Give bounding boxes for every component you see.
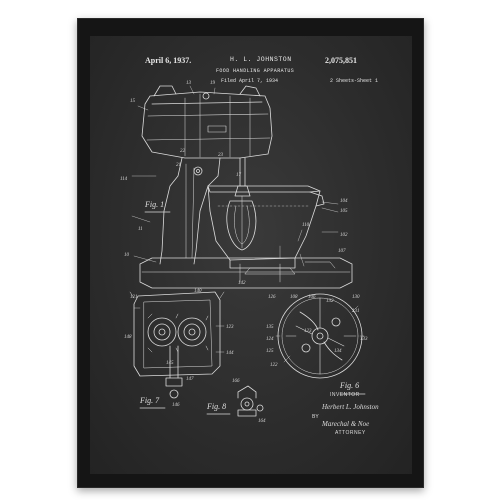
svg-text:110: 110 bbox=[302, 223, 310, 228]
svg-text:107: 107 bbox=[338, 249, 346, 254]
inventor-label: INVENTOR bbox=[330, 392, 360, 398]
patent-poster: April 6, 1937. H. L. JOHNSTON 2,075,851 … bbox=[90, 36, 412, 474]
patent-inventor-short: H. L. JOHNSTON bbox=[230, 56, 292, 63]
svg-text:140: 140 bbox=[194, 289, 202, 294]
mixer-patent-drawing: 15 13 19 23 22 21 114 17 104 105 102 110… bbox=[120, 81, 368, 424]
svg-text:147: 147 bbox=[186, 377, 194, 382]
svg-text:135: 135 bbox=[266, 325, 274, 330]
fig7-label: Fig. 7 bbox=[140, 396, 160, 405]
fig6-plan-view-drawing bbox=[275, 293, 365, 379]
svg-text:21: 21 bbox=[176, 163, 181, 168]
fig8-reference-numbers: 166 164 bbox=[232, 379, 266, 424]
svg-text:133: 133 bbox=[360, 337, 368, 342]
fig7-gear-housing-drawing bbox=[129, 291, 225, 399]
svg-text:123: 123 bbox=[226, 325, 234, 330]
svg-text:124: 124 bbox=[266, 337, 274, 342]
svg-text:146: 146 bbox=[172, 403, 180, 408]
fig1-mixer-drawing bbox=[131, 85, 353, 289]
svg-text:19: 19 bbox=[210, 81, 216, 86]
svg-text:166: 166 bbox=[232, 379, 240, 384]
inventor-signature: Herbert L. Johnston bbox=[322, 403, 379, 411]
by-label: BY bbox=[312, 414, 319, 420]
svg-text:108: 108 bbox=[290, 295, 298, 300]
svg-text:102: 102 bbox=[340, 233, 348, 238]
attorney-signature: Marechal & Noe bbox=[322, 420, 370, 428]
svg-text:106: 106 bbox=[308, 295, 316, 300]
svg-text:22: 22 bbox=[180, 149, 186, 154]
svg-text:126: 126 bbox=[268, 295, 276, 300]
svg-text:11: 11 bbox=[138, 227, 143, 232]
svg-text:122: 122 bbox=[270, 363, 278, 368]
patent-title: FOOD HANDLING APPARATUS bbox=[216, 68, 295, 74]
patent-date: April 6, 1937. bbox=[145, 56, 192, 65]
svg-text:145: 145 bbox=[166, 361, 174, 366]
svg-text:132: 132 bbox=[326, 299, 334, 304]
fig8-label: Fig. 8 bbox=[207, 402, 227, 411]
svg-text:144: 144 bbox=[226, 351, 234, 356]
svg-text:10: 10 bbox=[124, 253, 130, 258]
svg-text:131: 131 bbox=[352, 309, 360, 314]
patent-filed-date: Filed April 7, 1934 bbox=[221, 78, 279, 84]
svg-text:105: 105 bbox=[340, 209, 348, 214]
fig6-reference-numbers: 130 131 132 135 124 125 122 133 123 134 bbox=[266, 295, 368, 368]
fig7-reference-numbers: 140 121 148 123 144 147 146 145 bbox=[124, 289, 234, 408]
svg-text:104: 104 bbox=[340, 199, 348, 204]
svg-text:121: 121 bbox=[130, 295, 138, 300]
svg-text:125: 125 bbox=[266, 349, 274, 354]
fig6-label: Fig. 6 bbox=[340, 381, 360, 390]
patent-number: 2,075,851 bbox=[325, 56, 357, 65]
fig1-reference-numbers: 15 13 19 23 22 21 114 17 104 105 102 110… bbox=[120, 81, 348, 300]
svg-text:130: 130 bbox=[352, 295, 360, 300]
fig8-detail-drawing bbox=[237, 385, 264, 417]
svg-text:13: 13 bbox=[186, 81, 192, 86]
svg-text:23: 23 bbox=[218, 153, 224, 158]
attorney-label: ATTORNEY bbox=[335, 430, 366, 436]
svg-text:164: 164 bbox=[258, 419, 266, 424]
svg-text:15: 15 bbox=[130, 99, 136, 104]
svg-text:142: 142 bbox=[238, 281, 246, 286]
patent-sheets: 2 Sheets-Sheet 1 bbox=[330, 78, 379, 84]
svg-text:17: 17 bbox=[236, 173, 242, 178]
fig1-label: Fig. 1 bbox=[145, 200, 165, 209]
svg-text:134: 134 bbox=[334, 349, 342, 354]
svg-text:114: 114 bbox=[120, 177, 128, 182]
svg-text:123: 123 bbox=[304, 329, 312, 334]
svg-text:148: 148 bbox=[124, 335, 132, 340]
